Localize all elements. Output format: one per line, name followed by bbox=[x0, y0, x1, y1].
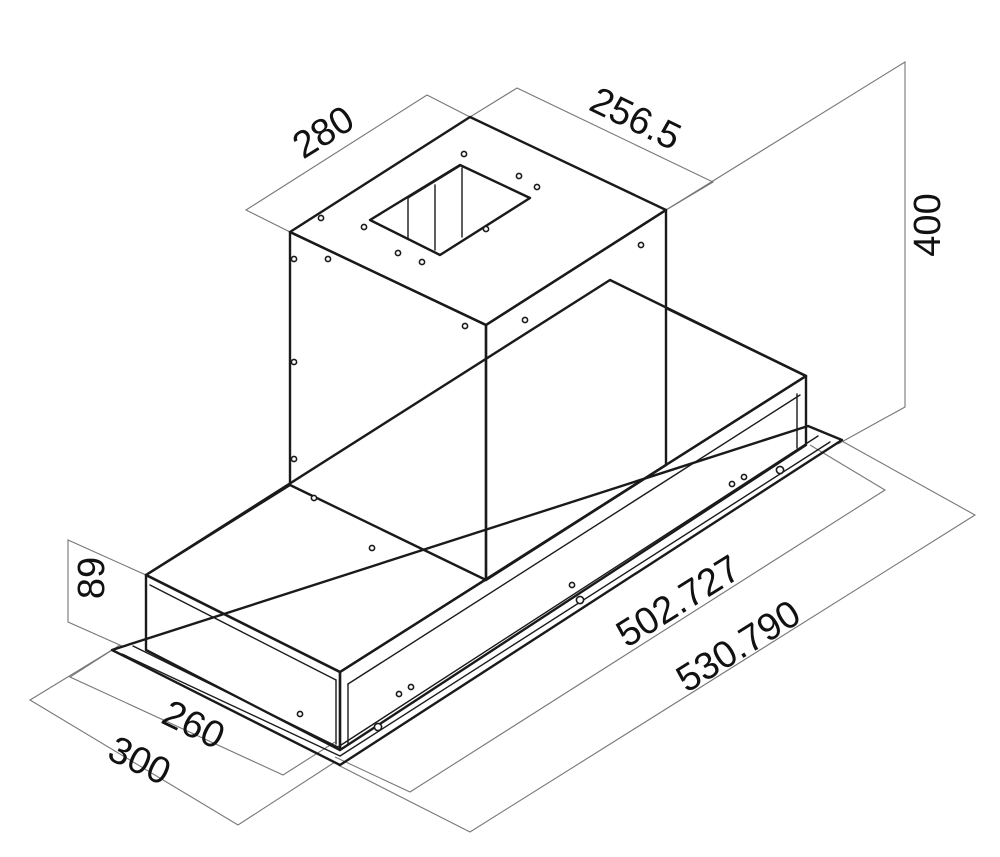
dim-line-frame-depth bbox=[28, 649, 336, 826]
body-side-face bbox=[338, 374, 808, 752]
dim-label-frame-depth: 300 bbox=[102, 728, 177, 794]
outlet-opening bbox=[368, 163, 532, 257]
dim-label-body-depth: 260 bbox=[156, 692, 231, 758]
screw-hole bbox=[395, 690, 403, 698]
hood-body bbox=[110, 278, 844, 767]
screw-hole bbox=[310, 494, 318, 502]
dim-line-body-length bbox=[334, 444, 887, 793]
dim-line-body-height bbox=[67, 539, 147, 647]
bottom-frame-outer bbox=[110, 424, 844, 767]
screw-hole bbox=[296, 710, 304, 718]
screw-hole bbox=[368, 544, 376, 552]
chimney bbox=[144, 115, 808, 582]
bottom-frame-inner bbox=[121, 441, 831, 757]
outlet-inner-left bbox=[407, 165, 461, 239]
chimney-left-face bbox=[288, 230, 488, 582]
body-top-face bbox=[144, 278, 808, 674]
dim-line-total-height bbox=[665, 61, 906, 445]
screw-hole bbox=[575, 595, 585, 605]
screw-hole bbox=[521, 316, 529, 324]
screw-hole bbox=[407, 683, 415, 691]
side-chamfer bbox=[347, 394, 801, 685]
dim-line-chimney-width bbox=[244, 94, 471, 233]
screw-hole bbox=[394, 249, 402, 257]
chimney-top-face bbox=[288, 115, 668, 327]
screw-hole bbox=[482, 225, 490, 233]
dim-line-frame-length bbox=[337, 439, 977, 833]
screw-hole bbox=[460, 150, 468, 158]
screw-hole bbox=[290, 255, 298, 263]
screw-hole bbox=[461, 322, 469, 330]
body-top-back-edge bbox=[144, 483, 292, 577]
screw-hole bbox=[324, 255, 332, 263]
screw-hole bbox=[418, 258, 426, 266]
screw-holes bbox=[290, 150, 785, 732]
dim-label-chimney-width: 280 bbox=[286, 98, 362, 167]
chimney-right-face bbox=[484, 208, 668, 582]
dim-label-total-height: 400 bbox=[907, 193, 949, 256]
screw-hole bbox=[637, 241, 645, 249]
screw-hole bbox=[515, 172, 523, 180]
screw-hole bbox=[290, 455, 298, 463]
screw-hole bbox=[373, 722, 383, 732]
screw-hole bbox=[290, 358, 298, 366]
screw-hole bbox=[728, 480, 736, 488]
screw-hole bbox=[568, 581, 576, 589]
dimension-lines bbox=[28, 61, 977, 833]
dim-label-chimney-depth: 256.5 bbox=[583, 79, 687, 158]
screw-hole bbox=[317, 214, 325, 222]
dim-label-body-height: 89 bbox=[71, 557, 113, 599]
front-chamfer bbox=[149, 584, 337, 681]
screw-hole bbox=[360, 223, 368, 231]
body-top-right-edge bbox=[664, 306, 808, 378]
screw-hole bbox=[533, 183, 541, 191]
screw-hole bbox=[740, 473, 748, 481]
screw-hole bbox=[775, 465, 785, 475]
